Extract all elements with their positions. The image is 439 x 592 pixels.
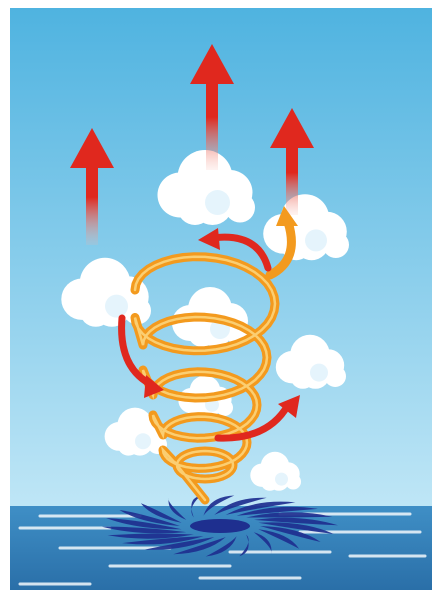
swirl-core [190, 519, 250, 533]
